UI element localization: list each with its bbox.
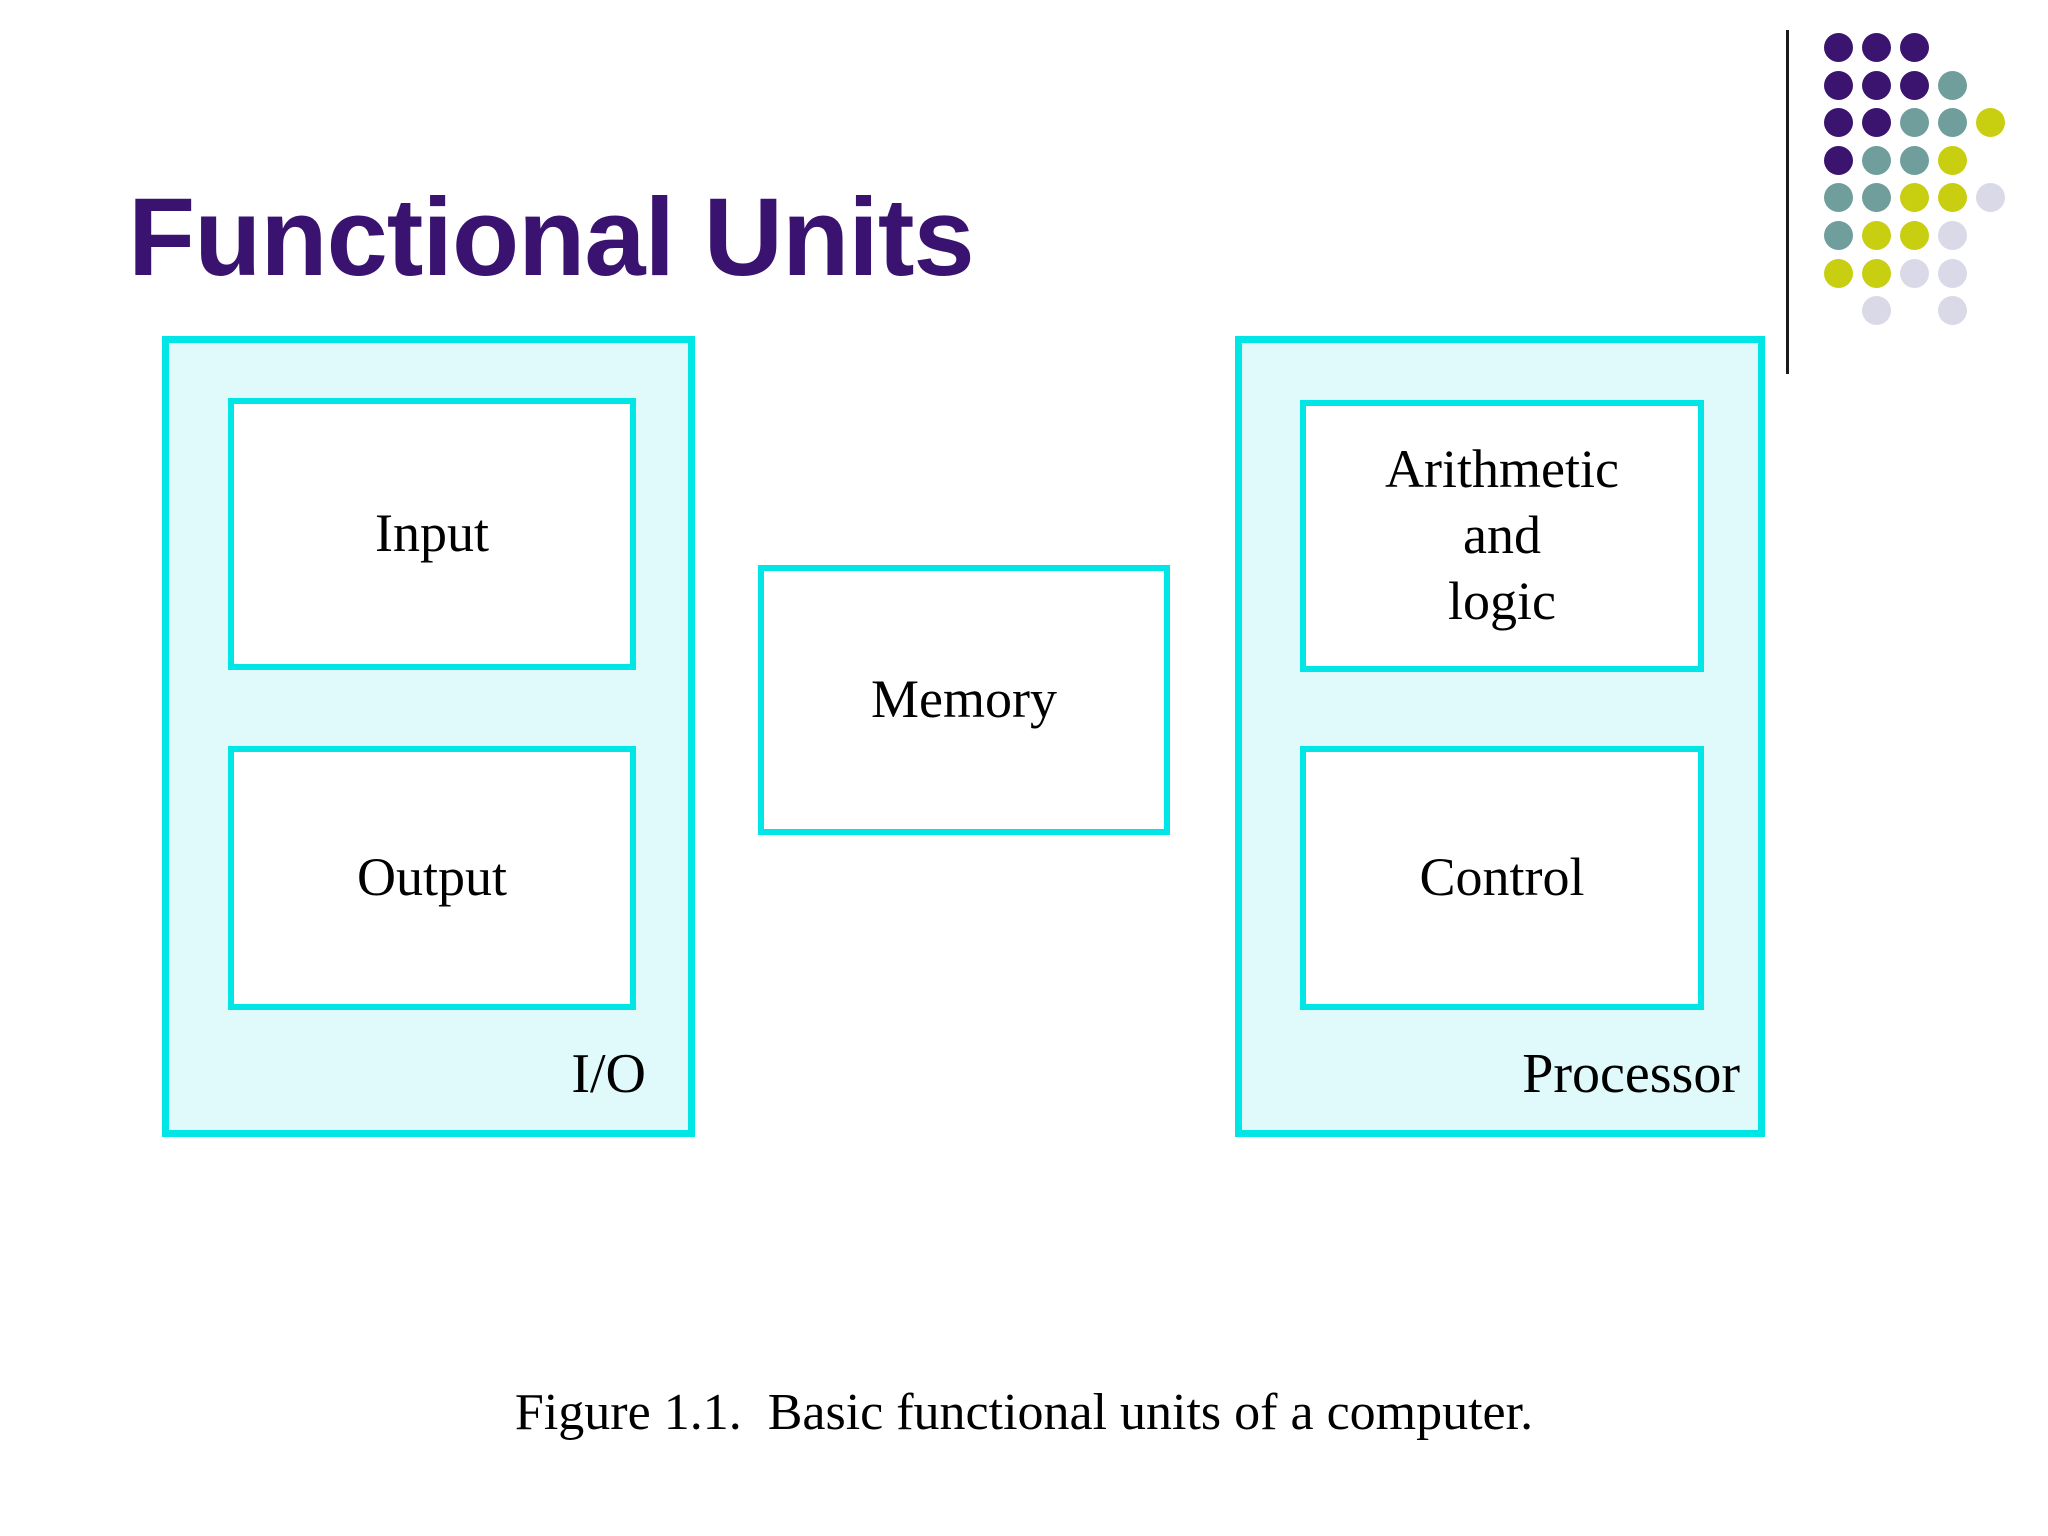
decor-dot bbox=[1862, 258, 1891, 288]
decor-dot bbox=[1976, 183, 2005, 213]
decor-dot bbox=[1900, 108, 1929, 138]
decor-dot bbox=[1824, 258, 1853, 288]
io-group-label: I/O bbox=[571, 1043, 646, 1105]
input-box-label: Input bbox=[375, 503, 489, 564]
decor-dot bbox=[1938, 221, 1967, 250]
decor-dot bbox=[1824, 221, 1853, 250]
figure-caption: Figure 1.1. Basic functional units of a … bbox=[514, 1384, 1534, 1441]
processor-group-label: Processor bbox=[1522, 1043, 1740, 1105]
arithmetic-logic-box: Arithmetic and logic bbox=[1300, 400, 1704, 672]
decor-dot bbox=[1824, 108, 1853, 138]
dot-pattern-decoration bbox=[1824, 33, 2024, 333]
output-box-label: Output bbox=[356, 847, 507, 908]
decor-dot bbox=[1976, 108, 2005, 138]
decor-dot bbox=[1900, 183, 1929, 213]
input-box: Input bbox=[228, 398, 636, 670]
divider-line bbox=[1786, 30, 1789, 374]
decor-dot bbox=[1824, 33, 1853, 62]
decor-dot bbox=[1824, 183, 1853, 213]
decor-dot bbox=[1824, 145, 1853, 175]
processor-unit-group: Arithmetic and logic Control Processor bbox=[1235, 336, 1765, 1137]
io-unit-group: Input Output I/O bbox=[162, 336, 695, 1137]
decor-dot bbox=[1938, 70, 1967, 100]
decor-dot bbox=[1862, 108, 1891, 138]
decor-dot bbox=[1862, 296, 1891, 326]
control-box: Control bbox=[1300, 746, 1704, 1010]
output-box: Output bbox=[228, 746, 636, 1010]
decor-dot bbox=[1900, 70, 1929, 100]
decor-dot bbox=[1900, 145, 1929, 175]
slide-title: Functional Units bbox=[128, 176, 975, 299]
arithmetic-logic-box-label: Arithmetic and logic bbox=[1385, 439, 1619, 631]
decor-dot bbox=[1938, 183, 1967, 213]
memory-box: Memory bbox=[758, 565, 1170, 835]
decor-dot bbox=[1824, 70, 1853, 100]
decor-dot bbox=[1938, 258, 1967, 288]
decor-dot bbox=[1862, 183, 1891, 213]
decor-dot bbox=[1938, 145, 1967, 175]
control-box-label: Control bbox=[1419, 847, 1585, 908]
decor-dot bbox=[1862, 33, 1891, 62]
decor-dot bbox=[1938, 108, 1967, 138]
decor-dot bbox=[1862, 70, 1891, 100]
decor-dot bbox=[1900, 258, 1929, 288]
decor-dot bbox=[1862, 221, 1891, 250]
decor-dot bbox=[1938, 296, 1967, 326]
decor-dot bbox=[1900, 33, 1929, 62]
memory-box-label: Memory bbox=[871, 669, 1057, 730]
decor-dot bbox=[1862, 145, 1891, 175]
decor-dot bbox=[1900, 221, 1929, 250]
